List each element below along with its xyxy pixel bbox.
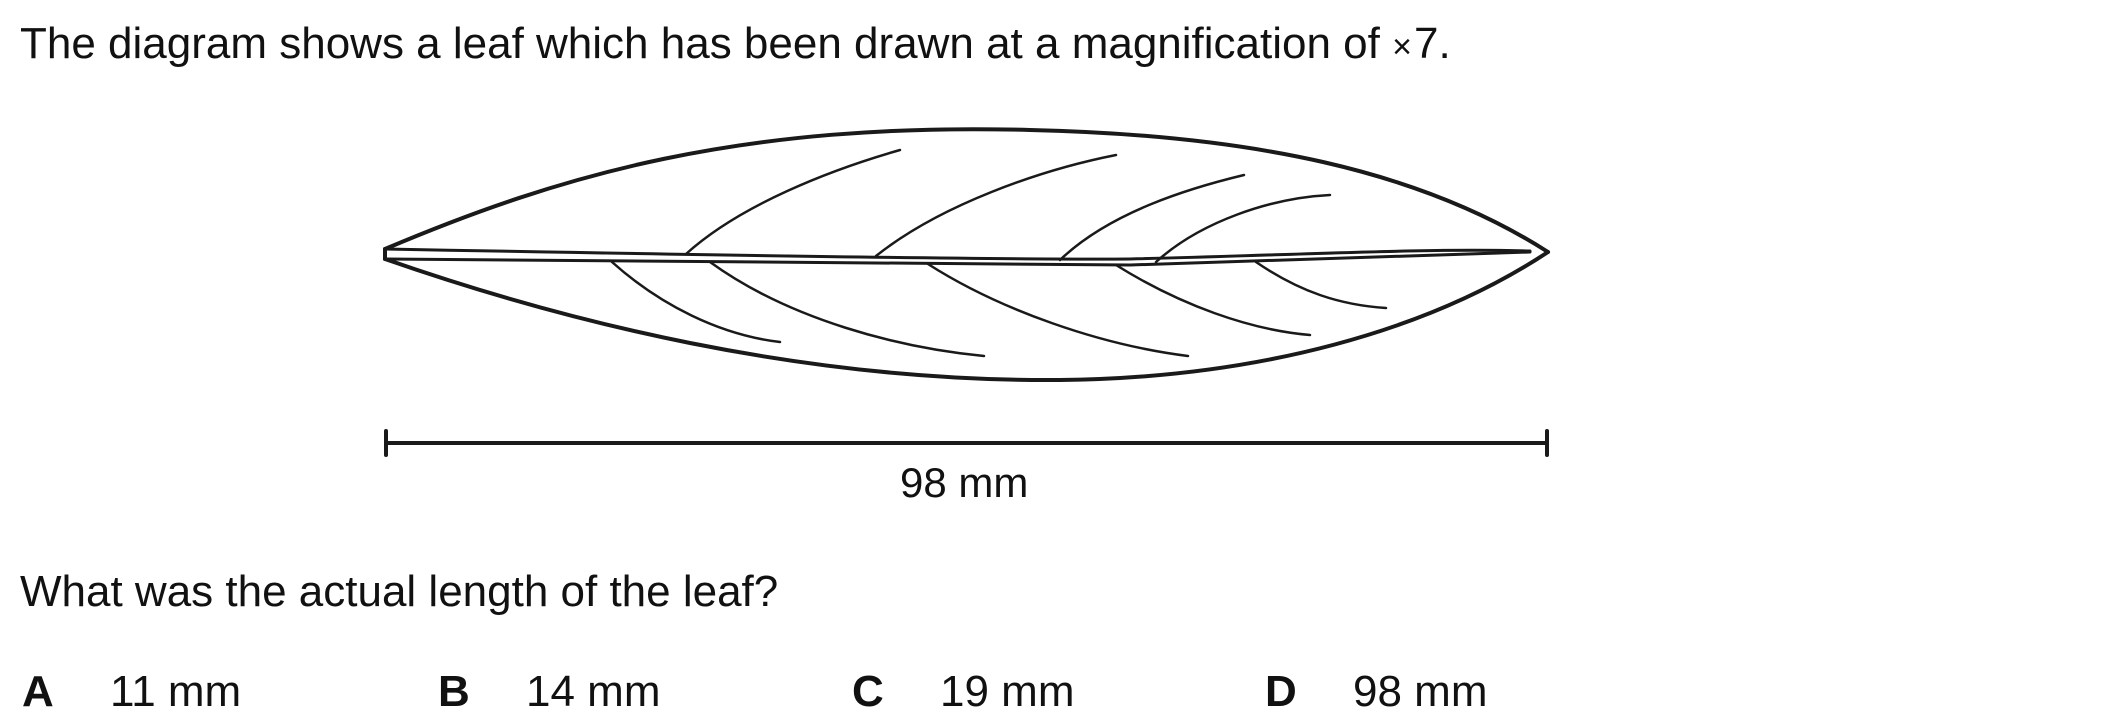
vein-lower-2 <box>708 260 986 358</box>
option-b[interactable]: B 14 mm <box>438 670 660 714</box>
midrib-upper <box>383 247 1532 261</box>
option-b-value: 14 mm <box>526 667 661 716</box>
option-a-letter: A <box>22 667 54 716</box>
vein-upper-1 <box>684 148 902 256</box>
leaf-outline-upper <box>383 127 1550 254</box>
option-c[interactable]: C 19 mm <box>852 670 1074 714</box>
intro-text: The diagram shows a leaf which has been … <box>20 22 1451 66</box>
option-d[interactable]: D 98 mm <box>1265 670 1487 714</box>
midrib-lower <box>383 250 1532 267</box>
option-d-letter: D <box>1265 667 1297 716</box>
vein-upper-3 <box>1058 173 1246 262</box>
magnification-value: 7. <box>1413 19 1451 68</box>
option-a[interactable]: A 11 mm <box>22 670 241 714</box>
option-d-value: 98 mm <box>1353 667 1488 716</box>
option-c-letter: C <box>852 667 884 716</box>
vein-lower-5 <box>1254 260 1388 310</box>
times-symbol: × <box>1392 28 1412 66</box>
option-b-letter: B <box>438 667 470 716</box>
question-text: What was the actual length of the leaf? <box>20 567 779 616</box>
measurement-label: 98 mm <box>900 459 1029 506</box>
intro-text-before: The diagram shows a leaf which has been … <box>20 19 1393 68</box>
vein-upper-2 <box>874 153 1118 258</box>
option-c-value: 19 mm <box>940 667 1075 716</box>
vein-upper-4 <box>1154 193 1332 264</box>
vein-lower-1 <box>610 260 782 344</box>
leaf-outline-lower <box>383 250 1550 383</box>
vein-lower-4 <box>1114 263 1312 337</box>
option-a-value: 11 mm <box>110 667 242 716</box>
vein-lower-3 <box>926 262 1190 358</box>
